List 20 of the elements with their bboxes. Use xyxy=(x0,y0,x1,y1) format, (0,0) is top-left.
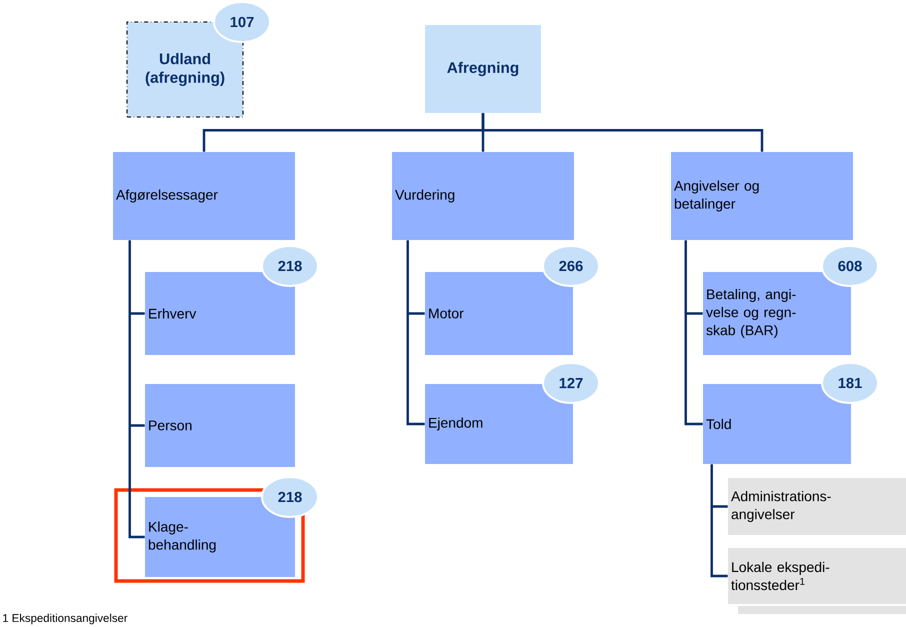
unit-box: Erhverv xyxy=(145,272,295,355)
unit-box: Afgørelsessager xyxy=(113,152,295,240)
count-badge: 218 xyxy=(261,476,319,518)
unit-box: Betaling, angi- velse og regn- skab (BAR) xyxy=(703,272,851,355)
sub-unit-box: Lokale ekspedi- tionssteder$^{1}$ xyxy=(728,548,906,604)
count-badge: 608 xyxy=(821,245,879,287)
count-badge: 181 xyxy=(821,362,879,404)
connector-line xyxy=(482,113,764,152)
count-badge: 266 xyxy=(542,245,600,287)
sub-unit-box: Administrations- angivelser xyxy=(728,478,906,535)
footnote: 1 Ekspeditionsangivelser xyxy=(3,614,128,624)
count-badge: 107 xyxy=(213,1,271,43)
sub-unit-box xyxy=(738,606,906,614)
unit-box: Motor xyxy=(425,272,573,355)
root-box: Afregning xyxy=(425,25,541,113)
unit-box: Vurdering xyxy=(392,152,574,240)
unit-box: Person xyxy=(145,384,295,467)
count-badge: 127 xyxy=(542,362,600,404)
count-badge: 218 xyxy=(261,245,319,287)
unit-box: Angivelser og betalinger xyxy=(671,152,853,240)
